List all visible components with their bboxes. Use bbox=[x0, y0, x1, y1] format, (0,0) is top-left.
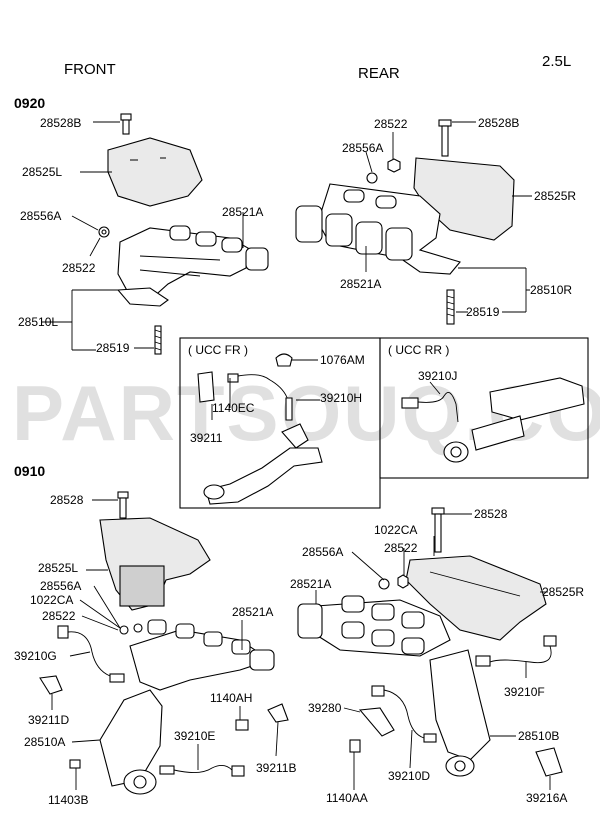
part-label: 28525L bbox=[38, 561, 78, 575]
section-0920: 0920 bbox=[14, 95, 45, 111]
part-label: 28556A bbox=[20, 209, 61, 223]
ucc-rr-parts bbox=[401, 377, 585, 463]
part-label: 28510L bbox=[18, 315, 58, 329]
part-label: 28556A bbox=[302, 545, 343, 559]
part-label: 28525R bbox=[534, 189, 576, 203]
front-heat-shield-0920 bbox=[107, 137, 203, 207]
header-rear: REAR bbox=[358, 65, 400, 82]
part-label: 28510R bbox=[530, 283, 572, 297]
rear-stud-0920 bbox=[446, 289, 455, 325]
part-label: 39210H bbox=[320, 391, 362, 405]
part-label: 28528B bbox=[478, 116, 519, 130]
part-label: 1076AM bbox=[320, 353, 365, 367]
part-label: 39280 bbox=[308, 701, 342, 715]
part-label: 39210J bbox=[418, 369, 457, 383]
part-label: 28522 bbox=[62, 261, 96, 275]
part-label: 39211 bbox=[190, 431, 223, 445]
part-label: 1022CA bbox=[374, 523, 417, 537]
part-label: 28528 bbox=[474, 507, 508, 521]
part-label: 28521A bbox=[340, 277, 381, 291]
rear-heat-shield-0910 bbox=[405, 555, 547, 641]
section-0910: 0910 bbox=[14, 463, 45, 479]
rear-catalyst-0910 bbox=[429, 649, 491, 777]
rear-o2-sensor-d bbox=[371, 685, 437, 743]
part-label: 28525L bbox=[22, 165, 62, 179]
part-label: 28521A bbox=[222, 205, 263, 219]
part-label: 28556A bbox=[40, 579, 81, 593]
part-label: 28528 bbox=[50, 493, 84, 507]
header-engine: 2.5L bbox=[542, 53, 571, 70]
front-bracket-d bbox=[39, 675, 63, 695]
part-label: 28522 bbox=[384, 541, 418, 555]
part-label: 28528B bbox=[40, 116, 81, 130]
rear-manifold-0920 bbox=[295, 183, 461, 275]
rear-nuts-0910 bbox=[378, 574, 409, 590]
part-label: 39211D bbox=[28, 713, 69, 727]
rear-bolt-0910 bbox=[431, 507, 445, 553]
part-label: 39216A bbox=[526, 791, 567, 805]
rear-o2-sensor-f bbox=[475, 635, 557, 667]
part-label: 28510B bbox=[518, 729, 559, 743]
part-label: 28521A bbox=[290, 577, 331, 591]
part-label: 39210D bbox=[388, 769, 430, 783]
rear-bracket-39216a bbox=[535, 747, 563, 777]
rear-bracket-39280 bbox=[349, 707, 395, 753]
part-label: 39211B bbox=[256, 761, 296, 775]
front-nut-0920 bbox=[98, 226, 110, 238]
part-label: 28556A bbox=[342, 141, 383, 155]
part-label: 39210G bbox=[14, 649, 57, 663]
front-manifold-0910 bbox=[129, 619, 275, 691]
part-label: 39210E bbox=[174, 729, 215, 743]
ucc-fr-parts bbox=[197, 353, 323, 505]
box-title: ( UCC RR ) bbox=[388, 343, 449, 357]
rear-manifold-0910 bbox=[297, 595, 451, 657]
rear-bolt-0920 bbox=[438, 119, 452, 157]
rear-nut-0920 bbox=[366, 158, 401, 184]
part-label: 28525R bbox=[542, 585, 584, 599]
part-label: 28519 bbox=[96, 341, 130, 355]
front-stud-0920 bbox=[154, 325, 162, 355]
front-catalyst-0910 bbox=[99, 689, 163, 795]
part-label: 28522 bbox=[42, 609, 76, 623]
part-label: 11403B bbox=[48, 793, 88, 807]
part-label: 39210F bbox=[504, 685, 545, 699]
front-manifold-0920 bbox=[116, 225, 269, 307]
front-o2-sensor-e bbox=[159, 765, 245, 777]
front-heat-shield-0910 bbox=[99, 517, 211, 611]
box-title: ( UCC FR ) bbox=[188, 343, 248, 357]
front-bolt-0910 bbox=[117, 491, 129, 519]
front-nuts-0910 bbox=[119, 623, 143, 635]
part-label: 1022CA bbox=[30, 593, 73, 607]
ucc-rr-box bbox=[379, 337, 589, 479]
front-o2-sensor-g bbox=[57, 625, 125, 683]
header-front: FRONT bbox=[64, 61, 116, 78]
front-bolt-0920 bbox=[120, 113, 132, 135]
part-label: 1140EC bbox=[212, 401, 255, 415]
part-label: 28519 bbox=[466, 305, 500, 319]
part-label: 28510A bbox=[24, 735, 65, 749]
part-label: 28521A bbox=[232, 605, 273, 619]
part-label: 28522 bbox=[374, 117, 408, 131]
part-label: 1140AH bbox=[210, 691, 252, 705]
front-bolts-misc-0910 bbox=[69, 703, 289, 769]
part-label: 1140AA bbox=[326, 791, 368, 805]
